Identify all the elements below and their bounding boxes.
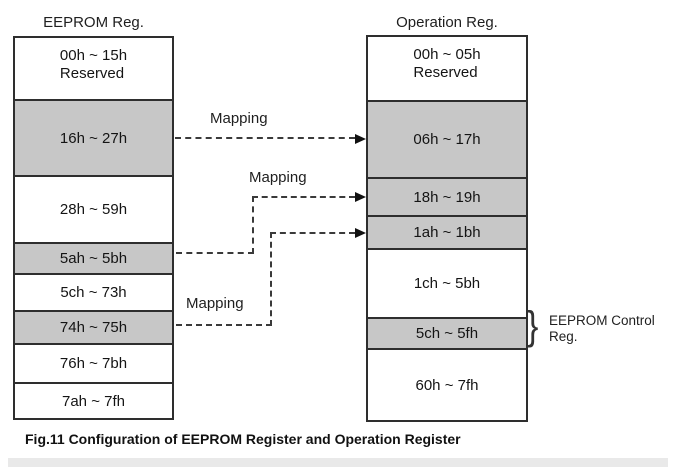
- page-edge-band: [8, 458, 668, 467]
- figure-caption: Fig.11 Configuration of EEPROM Register …: [25, 431, 461, 447]
- row-range-text: 1ah ~ 1bh: [413, 224, 481, 241]
- row-range-text: 7ah ~ 7fh: [62, 392, 125, 410]
- row-reserved-text: Reserved: [59, 65, 125, 82]
- row-range-text: 16h ~ 27h: [59, 129, 128, 147]
- operation-row: 60h ~ 7fh: [368, 348, 526, 420]
- eeprom-row: 7ah ~ 7fh: [15, 382, 172, 418]
- operation-row-label: 00h ~ 05h Reserved: [413, 37, 480, 82]
- operation-register-title: Operation Reg.: [396, 14, 498, 31]
- mapping-arrow-icon: [355, 228, 366, 238]
- mapping-line: [176, 252, 254, 254]
- operation-row: 1ch ~ 5bh: [368, 248, 526, 317]
- row-range-text: 5ch ~ 73h: [60, 284, 127, 301]
- operation-row: 00h ~ 05h Reserved: [368, 37, 526, 100]
- row-range-text: 76h ~ 7bh: [59, 355, 128, 372]
- eeprom-row: 16h ~ 27h: [15, 99, 172, 175]
- operation-row: 18h ~ 19h: [368, 177, 526, 215]
- eeprom-row: 76h ~ 7bh: [15, 343, 172, 382]
- eeprom-row: 74h ~ 75h: [15, 310, 172, 343]
- eeprom-control-note-line2: Reg.: [549, 329, 578, 344]
- mapping-line: [270, 232, 355, 234]
- eeprom-row: 5ch ~ 73h: [15, 273, 172, 310]
- mapping-line: [252, 196, 355, 198]
- mapping-arrow-icon: [355, 192, 366, 202]
- mapping-label: Mapping: [186, 295, 244, 312]
- row-range-text: 74h ~ 75h: [59, 319, 128, 336]
- operation-row: 06h ~ 17h: [368, 100, 526, 177]
- operation-register-box: 00h ~ 05h Reserved 06h ~ 17h 18h ~ 19h 1…: [366, 35, 528, 422]
- operation-row: 5ch ~ 5fh: [368, 317, 526, 348]
- brace-icon: }: [527, 304, 539, 348]
- row-range-text: 18h ~ 19h: [413, 188, 481, 206]
- mapping-line: [176, 324, 272, 326]
- row-reserved-text: Reserved: [413, 64, 478, 81]
- row-range-text: 00h ~ 05h: [413, 46, 481, 63]
- eeprom-row-label: 00h ~ 15h Reserved: [60, 38, 127, 83]
- row-range-text: 00h ~ 15h: [59, 47, 128, 64]
- row-range-text: 5ch ~ 5fh: [415, 325, 479, 342]
- mapping-label: Mapping: [249, 169, 307, 186]
- row-range-text: 5ah ~ 5bh: [59, 250, 128, 267]
- eeprom-control-reg-note: EEPROM Control Reg.: [549, 313, 655, 345]
- eeprom-row: 5ah ~ 5bh: [15, 242, 172, 273]
- operation-row: 1ah ~ 1bh: [368, 215, 526, 248]
- row-range-text: 28h ~ 59h: [59, 201, 128, 218]
- mapping-arrow-icon: [355, 134, 366, 144]
- eeprom-register-box: 00h ~ 15h Reserved 16h ~ 27h 28h ~ 59h 5…: [13, 36, 174, 420]
- row-range-text: 60h ~ 7fh: [415, 376, 479, 394]
- mapping-label: Mapping: [210, 110, 268, 127]
- eeprom-control-note-line1: EEPROM Control: [549, 313, 655, 328]
- eeprom-row: 28h ~ 59h: [15, 175, 172, 242]
- eeprom-register-title: EEPROM Reg.: [43, 14, 144, 31]
- mapping-line: [270, 232, 272, 326]
- mapping-line: [252, 196, 254, 254]
- mapping-line: [175, 137, 355, 139]
- row-range-text: 1ch ~ 5bh: [413, 275, 481, 292]
- row-range-text: 06h ~ 17h: [413, 131, 481, 148]
- eeprom-row: 00h ~ 15h Reserved: [15, 38, 172, 99]
